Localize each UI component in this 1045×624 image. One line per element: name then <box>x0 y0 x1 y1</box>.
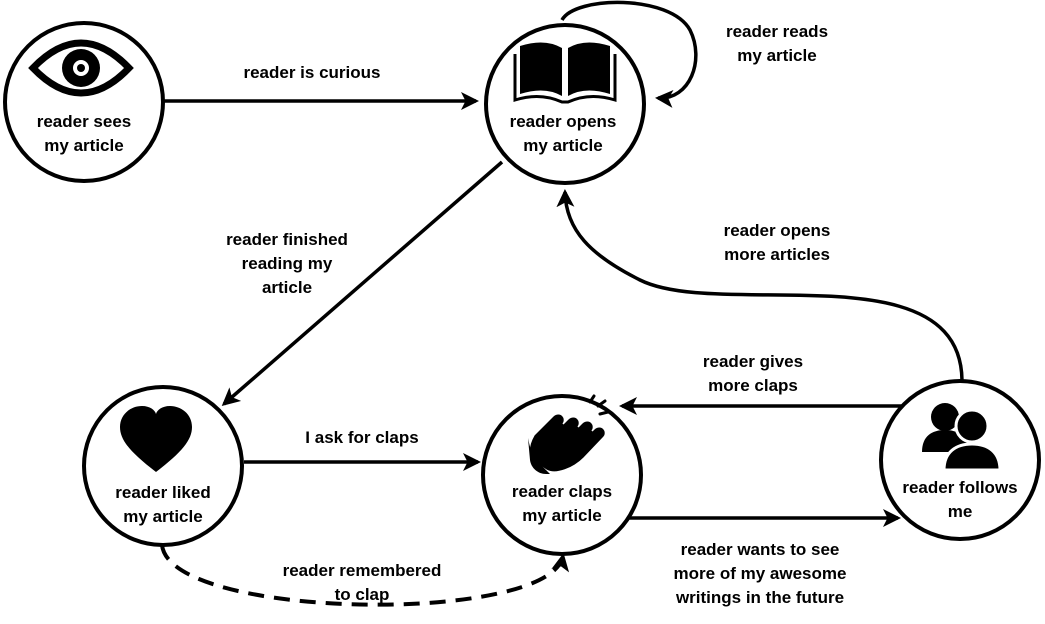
node-reader-follows: reader follows me <box>879 379 1041 541</box>
label-reads-line2: my article <box>737 46 816 65</box>
label-more-claps-line2: more claps <box>708 376 798 395</box>
heart-icon <box>120 406 192 472</box>
label-more-articles-line1: reader opens <box>724 221 831 240</box>
node-reader-sees: reader sees my article <box>3 21 165 183</box>
label-finished-line2: reading my <box>242 254 333 273</box>
open-book-icon <box>513 42 617 104</box>
label-curious: reader is curious <box>243 63 380 82</box>
node-label-line1: reader follows <box>902 478 1017 497</box>
label-reads-line1: reader reads <box>726 22 828 41</box>
node-label-line1: reader claps <box>512 482 612 501</box>
label-wants-more-line2: more of my awesome <box>674 564 847 583</box>
edge-reads-self-loop <box>560 0 698 108</box>
edge-finished <box>221 160 504 406</box>
label-ask-claps: I ask for claps <box>305 428 418 447</box>
label-remembered-line2: to clap <box>335 585 390 604</box>
node-label-line1: reader sees <box>37 112 132 131</box>
node-label-line2: my article <box>523 136 602 155</box>
users-icon <box>922 403 1002 472</box>
node-label-line2: my article <box>123 507 202 526</box>
edge-remembered-dashed <box>160 544 569 607</box>
node-label-line2: my article <box>522 506 601 525</box>
label-wants-more-line3: writings in the future <box>675 588 844 607</box>
label-wants-more-line1: reader wants to see <box>681 540 840 559</box>
label-finished-line3: article <box>262 278 312 297</box>
node-label-line2: me <box>948 502 973 521</box>
node-reader-claps: reader claps my article <box>481 394 643 556</box>
label-remembered-line1: reader remembered <box>283 561 442 580</box>
edge-more-articles <box>556 189 964 381</box>
label-more-claps-line1: reader gives <box>703 352 803 371</box>
node-reader-liked: reader liked my article <box>82 385 244 547</box>
node-reader-opens: reader opens my article <box>484 23 646 185</box>
eye-icon <box>28 39 134 97</box>
node-label-line2: my article <box>44 136 123 155</box>
label-finished-line1: reader finished <box>226 230 348 249</box>
node-label-line1: reader opens <box>510 112 617 131</box>
label-more-articles-line2: more articles <box>724 245 830 264</box>
node-label-line1: reader liked <box>115 483 210 502</box>
clapping-hands-icon <box>528 394 610 474</box>
